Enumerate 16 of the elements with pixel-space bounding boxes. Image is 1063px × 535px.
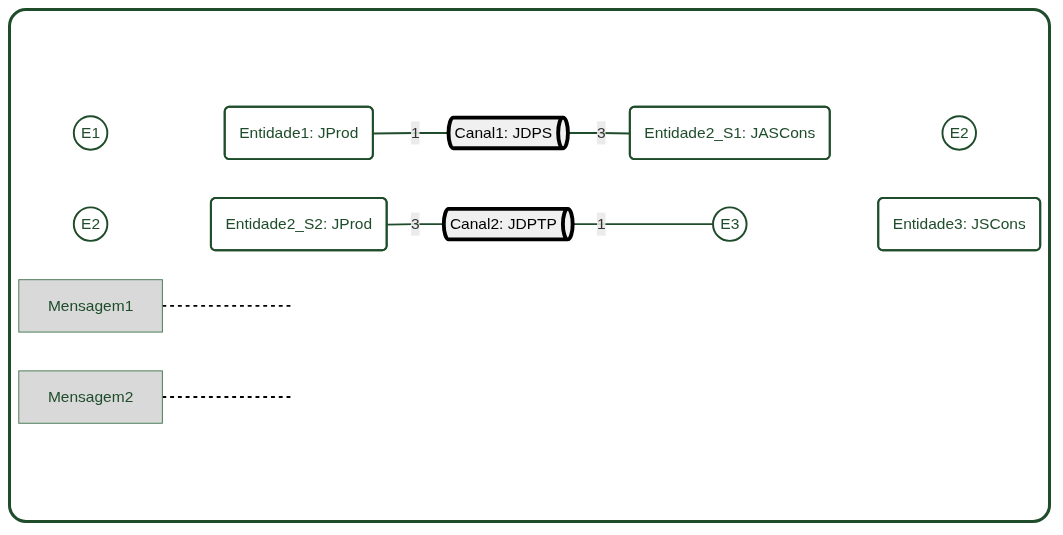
node-box: Mensagem2 — [18, 370, 163, 425]
edge-label: 3 — [596, 124, 606, 142]
connector — [161, 396, 293, 399]
node-circle: E2 — [941, 115, 977, 152]
connector — [386, 223, 445, 227]
edge-label: 1 — [596, 215, 606, 233]
edge-label: 1 — [410, 124, 420, 142]
connector — [372, 132, 450, 135]
edge-label: 3 — [410, 215, 420, 233]
node-circle: E2 — [72, 206, 109, 243]
node-text: Canal1: JDPS — [454, 124, 553, 142]
node-box: Mensagem1 — [18, 279, 163, 334]
node-circle: E1 — [72, 115, 109, 152]
connector — [161, 305, 293, 308]
node-text: Canal2: JDPTP — [449, 215, 557, 233]
node-circle: E3 — [712, 206, 748, 243]
